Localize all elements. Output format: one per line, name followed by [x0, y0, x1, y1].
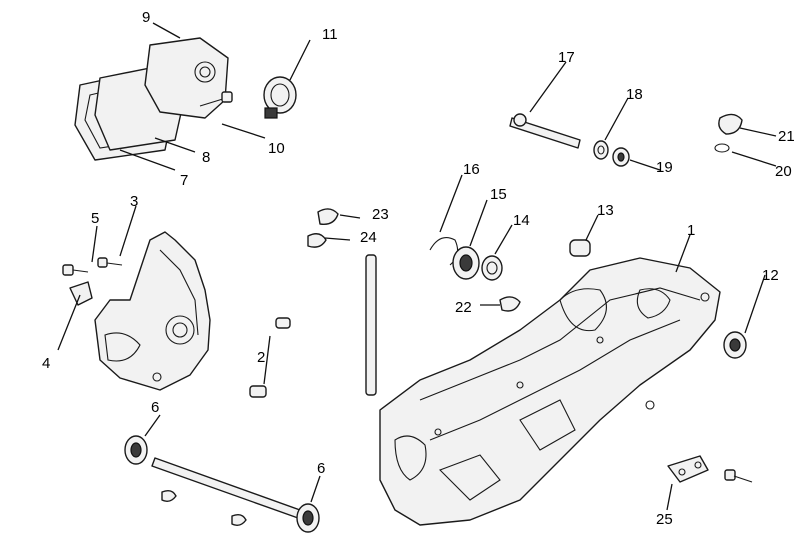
- callout-25: 25: [656, 511, 673, 528]
- seal-14: [481, 255, 503, 281]
- dowel-2-upper: [275, 317, 291, 329]
- callout-10: 10: [268, 140, 285, 157]
- bearing-6-left: [124, 435, 148, 465]
- long-rod: [365, 254, 377, 396]
- bolt-25: [724, 469, 753, 483]
- callout-6-left: 6: [151, 399, 159, 416]
- clip-small-b: [231, 513, 247, 527]
- crankcase-half-left: [94, 231, 211, 391]
- callout-4: 4: [42, 355, 50, 372]
- callout-2: 2: [257, 349, 265, 366]
- callout-16: 16: [463, 161, 480, 178]
- bolt-5: [62, 264, 89, 276]
- bush-13: [569, 239, 591, 257]
- callout-9: 9: [142, 9, 150, 26]
- dowel-2-lower: [249, 385, 267, 398]
- callout-23: 23: [372, 206, 389, 223]
- fitting-23: [317, 208, 339, 225]
- crankcase-main: [379, 257, 721, 526]
- callout-8: 8: [202, 149, 210, 166]
- callout-14: 14: [513, 212, 530, 229]
- leader-lines: [57, 22, 777, 511]
- callout-21: 21: [778, 128, 795, 145]
- callout-24: 24: [360, 229, 377, 246]
- callout-17: 17: [558, 49, 575, 66]
- shaft-17: [509, 113, 581, 149]
- callout-labels: 9 11 10 8 7 3 5 4 2 6 6 23 24 16 15 14 1…: [42, 9, 795, 528]
- callout-6-right: 6: [317, 460, 325, 477]
- bracket-25: [667, 455, 709, 483]
- callout-1: 1: [687, 222, 695, 239]
- clip-small-a: [161, 489, 177, 503]
- seal-19: [612, 147, 630, 167]
- callout-15: 15: [490, 186, 507, 203]
- clamp-11: [263, 76, 297, 119]
- callout-5: 5: [91, 210, 99, 227]
- cover-gasket-assembly: [74, 37, 229, 161]
- callout-20: 20: [775, 163, 792, 180]
- plug-21: [718, 113, 743, 135]
- fitting-4: [69, 281, 93, 306]
- shaft: [151, 457, 301, 519]
- screw-3: [97, 257, 123, 268]
- callout-18: 18: [626, 86, 643, 103]
- callout-7: 7: [180, 172, 188, 189]
- callout-11: 11: [322, 26, 338, 43]
- bearing-15: [452, 246, 480, 280]
- seal-12: [723, 331, 747, 359]
- bolt-10: [199, 91, 233, 107]
- callout-13: 13: [597, 202, 614, 219]
- fitting-24: [307, 233, 327, 248]
- callout-3: 3: [130, 193, 138, 210]
- callout-19: 19: [656, 159, 673, 176]
- washer-18: [593, 140, 609, 160]
- callout-12: 12: [762, 267, 779, 284]
- bearing-6-right: [296, 503, 320, 533]
- clip-22: [499, 296, 521, 312]
- callout-22: 22: [455, 299, 472, 316]
- oring-20: [714, 143, 730, 153]
